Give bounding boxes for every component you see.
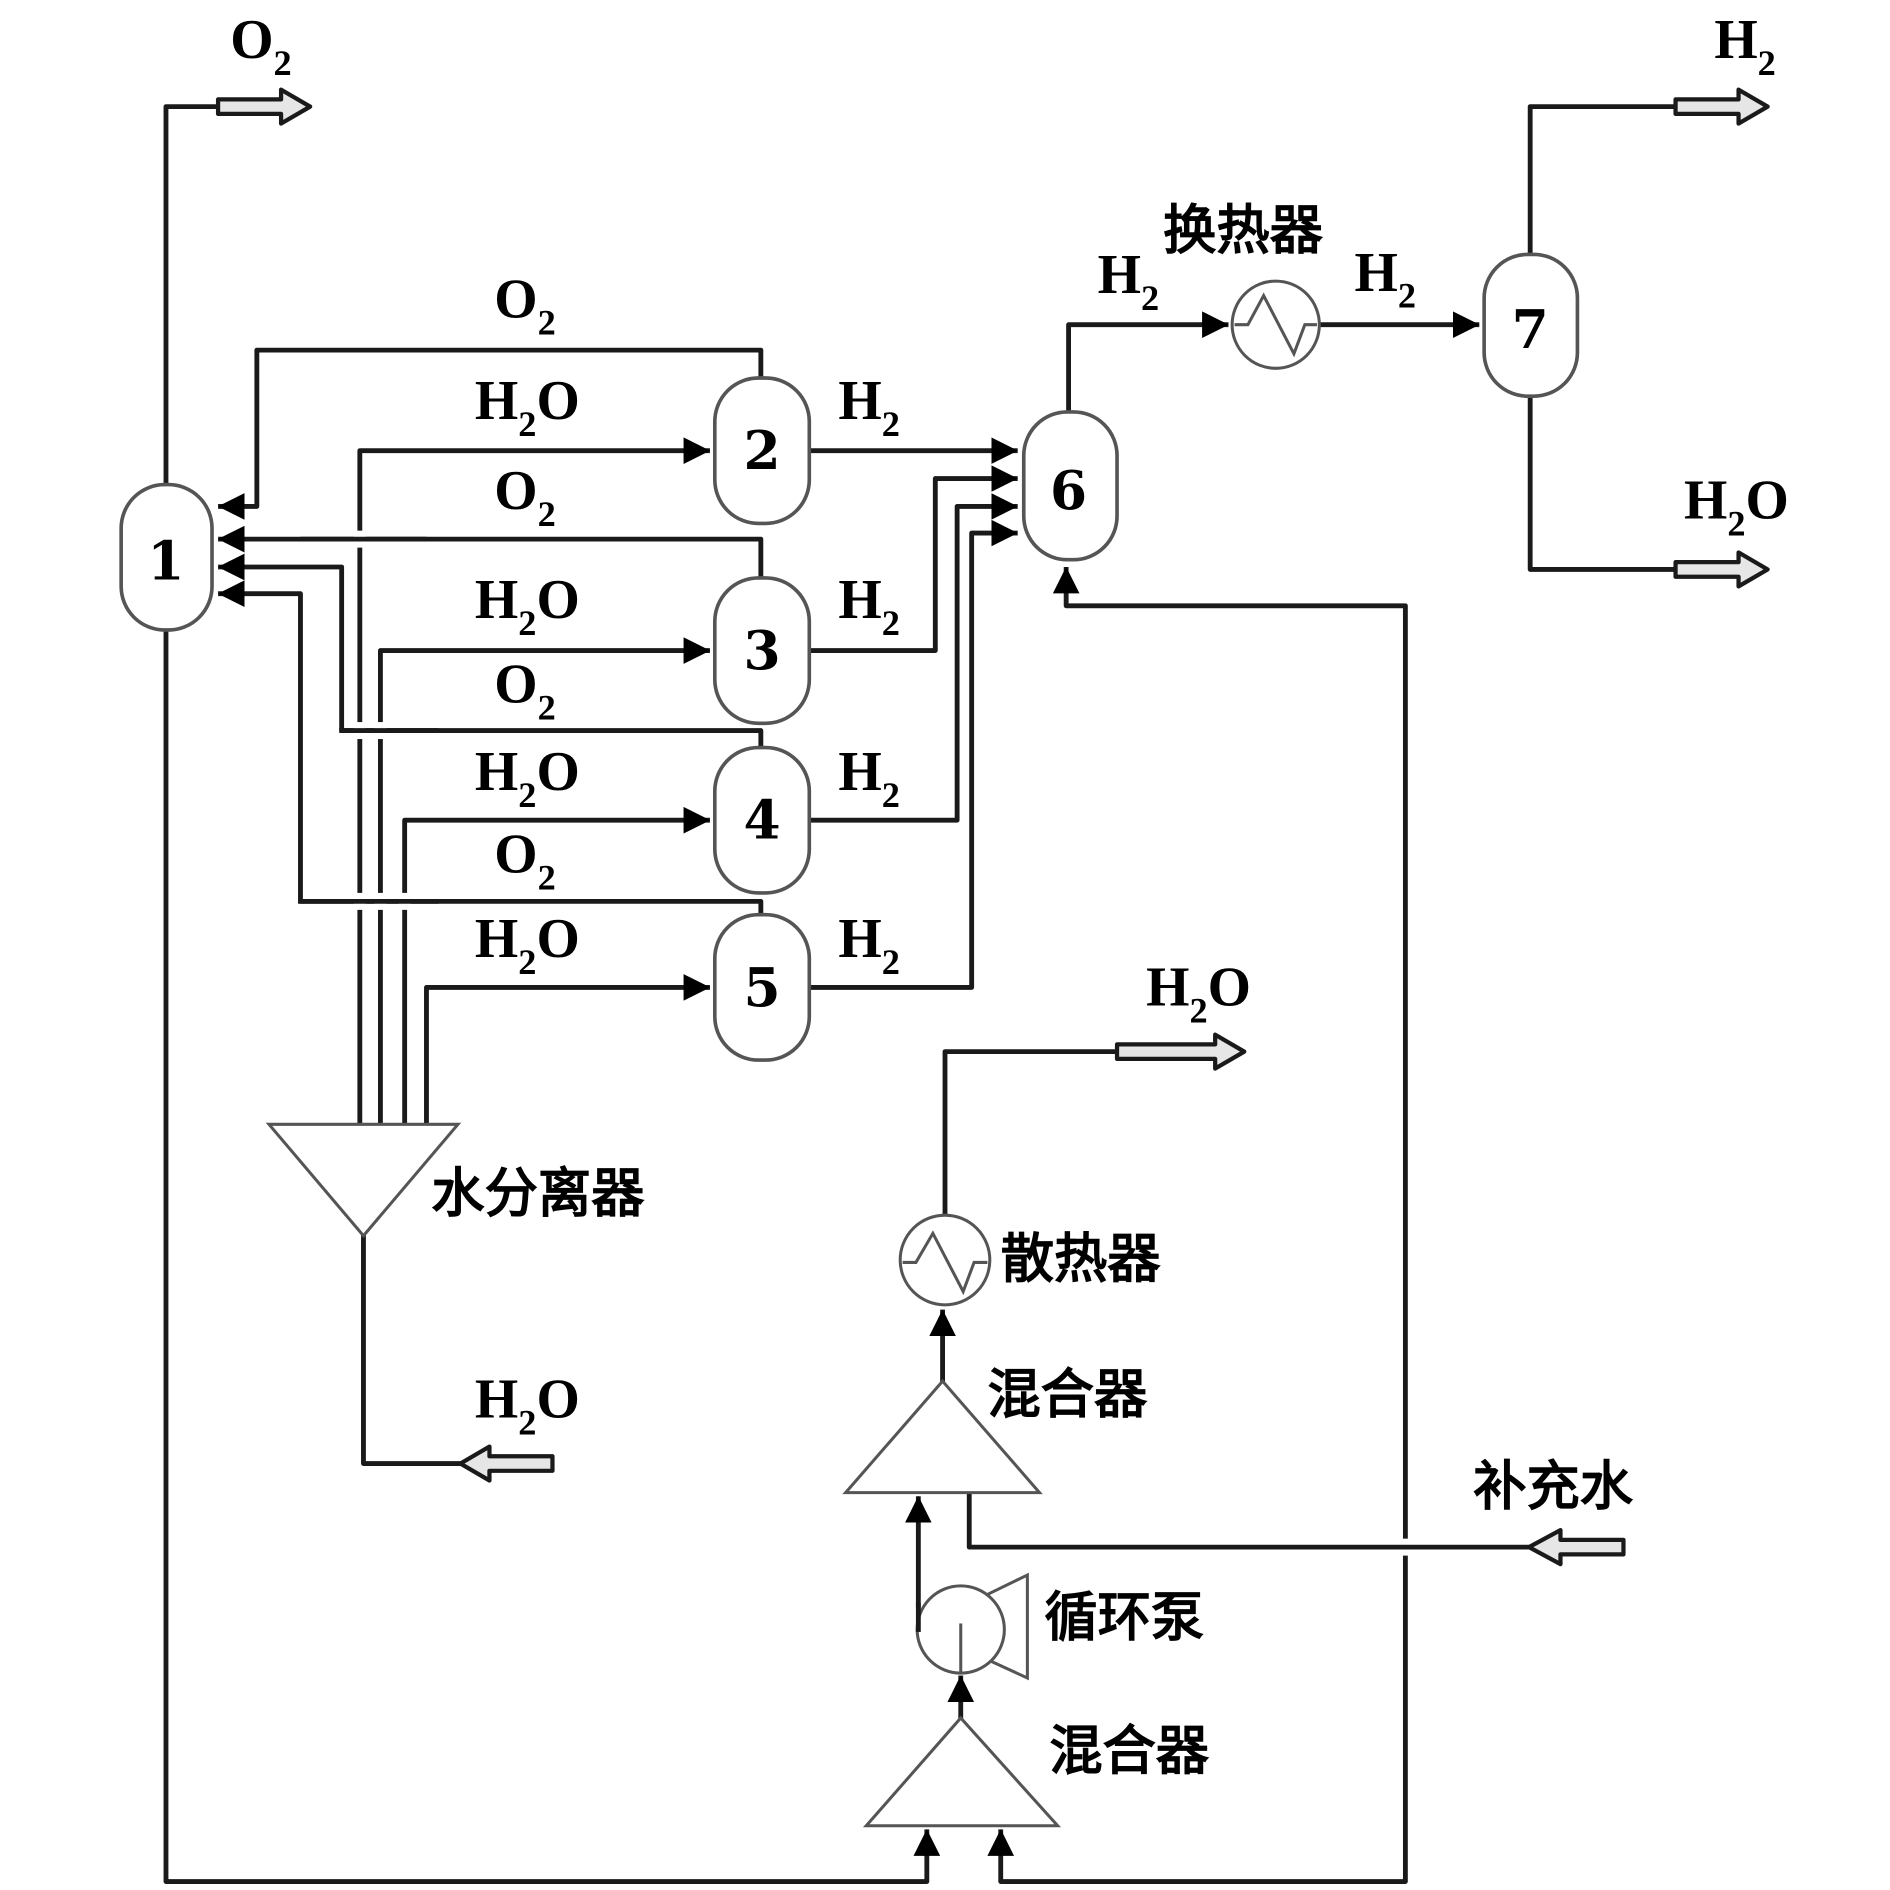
label-h2o-outlet-radiator: H2O bbox=[1146, 957, 1251, 1031]
unit-2[interactable]: 2 bbox=[712, 376, 812, 526]
circulation-pump[interactable] bbox=[915, 1572, 1029, 1681]
label-h2o-to-2: H2O bbox=[475, 370, 580, 444]
radiator[interactable] bbox=[898, 1213, 992, 1307]
pipe-h2-6-to-hx bbox=[1066, 311, 1229, 415]
mixer-lower[interactable] bbox=[862, 1715, 1062, 1828]
radiator-coil-icon bbox=[902, 1230, 988, 1296]
h2o-inlet-arrow-icon bbox=[458, 1444, 555, 1483]
heat-exchanger[interactable] bbox=[1230, 279, 1321, 370]
label-h2o-to-4: H2O bbox=[475, 741, 580, 815]
label-h2o-outlet-7: H2O bbox=[1684, 470, 1789, 544]
unit-4-label: 4 bbox=[744, 789, 781, 852]
unit-6-label: 6 bbox=[1050, 459, 1087, 522]
label-mixer-lower: 混合器 bbox=[1049, 1719, 1210, 1782]
label-h2-from-3: H2 bbox=[838, 569, 900, 643]
pipe-makeup-water bbox=[966, 1490, 1529, 1550]
pipe-unit1-return bbox=[163, 627, 941, 1884]
label-h2o-to-3: H2O bbox=[475, 569, 580, 643]
label-h2o-inlet-separator: H2O bbox=[475, 1369, 580, 1443]
label-h2-from-5: H2 bbox=[838, 908, 900, 982]
label-o2-from-2: O2 bbox=[494, 268, 556, 342]
label-h2-from-4: H2 bbox=[838, 741, 900, 815]
unit-7-label: 7 bbox=[1512, 298, 1549, 361]
unit-1[interactable]: 1 bbox=[119, 482, 214, 632]
label-heat-exchanger: 换热器 bbox=[1163, 198, 1324, 261]
pipe-radiator-outlet bbox=[942, 1049, 1120, 1218]
unit-2-label: 2 bbox=[744, 419, 781, 482]
mixer-upper[interactable] bbox=[842, 1378, 1043, 1495]
pipe-h2o-to-5 bbox=[424, 974, 711, 1127]
label-makeup-water: 补充水 bbox=[1473, 1455, 1634, 1518]
label-h2-to-7: H2 bbox=[1355, 242, 1417, 316]
unit-4[interactable]: 4 bbox=[712, 745, 812, 895]
pipe-o2-outlet bbox=[163, 104, 221, 488]
pipe-h2o-to-3 bbox=[378, 637, 711, 1127]
label-o2-from-4: O2 bbox=[494, 654, 556, 728]
o2-outlet-arrow-icon bbox=[215, 87, 313, 126]
pipe-h2-from-4 bbox=[806, 493, 1018, 823]
unit-5-label: 5 bbox=[744, 956, 781, 1019]
pipe-h2o-to-4 bbox=[402, 806, 711, 1127]
unit-3[interactable]: 3 bbox=[712, 576, 812, 726]
label-h2-from-2: H2 bbox=[838, 370, 900, 444]
label-h2o-to-5: H2O bbox=[475, 908, 580, 982]
unit-3-label: 3 bbox=[744, 619, 781, 682]
label-h2-from-6: H2 bbox=[1098, 244, 1160, 318]
label-o2-outlet: O2 bbox=[230, 9, 292, 83]
unit-1-label: 1 bbox=[147, 529, 184, 592]
pipe-separator-drain bbox=[361, 1233, 461, 1466]
h2o-outlet-arrow-icon bbox=[1673, 550, 1770, 589]
makeup-water-arrow-icon bbox=[1526, 1528, 1626, 1567]
unit-6[interactable]: 6 bbox=[1021, 410, 1119, 562]
pipe-unit6-return bbox=[987, 566, 1408, 1884]
label-h2-outlet: H2 bbox=[1714, 9, 1776, 83]
heat-exchanger-coil-icon bbox=[1234, 292, 1317, 358]
pipe-h2-from-3 bbox=[806, 465, 1018, 654]
label-o2-from-5: O2 bbox=[494, 823, 556, 897]
label-o2-from-3: O2 bbox=[494, 460, 556, 534]
pipe-h2-from-5 bbox=[806, 519, 1018, 990]
water-separator[interactable] bbox=[265, 1122, 462, 1239]
label-circulation-pump: 循环泵 bbox=[1044, 1586, 1204, 1649]
pipe-h2o-outlet-7 bbox=[1527, 393, 1678, 572]
label-mixer-upper: 混合器 bbox=[987, 1363, 1148, 1426]
pipe-o2-from-2 bbox=[217, 347, 764, 520]
pipe-h2-outlet bbox=[1527, 104, 1678, 257]
label-radiator: 散热器 bbox=[1001, 1227, 1162, 1290]
radiator-h2o-outlet-arrow-icon bbox=[1114, 1032, 1247, 1071]
unit-7[interactable]: 7 bbox=[1482, 252, 1580, 398]
label-water-separator: 水分离器 bbox=[431, 1162, 645, 1225]
h2-outlet-arrow-icon bbox=[1673, 87, 1770, 126]
unit-5[interactable]: 5 bbox=[712, 912, 812, 1062]
